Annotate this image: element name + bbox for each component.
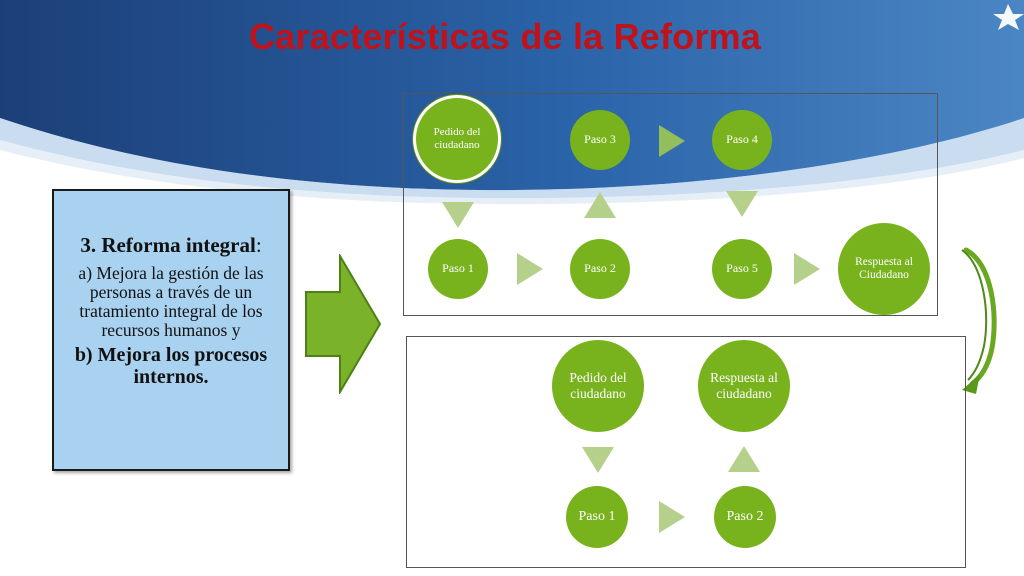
node-paso1-bottom-label: Paso 1 (578, 508, 616, 524)
node-paso4-top: Paso 4 (712, 110, 772, 170)
reform-heading-colon: : (255, 233, 262, 257)
node-paso4-top-label: Paso 4 (726, 132, 758, 147)
curved-down-arrow (961, 247, 997, 394)
connector-right-1 (517, 253, 543, 285)
node-respuesta-top: Respuesta al Ciudadano (838, 223, 930, 315)
current-process-frame (403, 93, 938, 316)
node-paso1-bottom: Paso 1 (566, 486, 628, 548)
node-respuesta-top-label: Respuesta al Ciudadano (855, 255, 913, 281)
node-pedido-bottom-label: Pedido del ciudadano (569, 370, 627, 401)
reform-heading: 3. Reforma integral: (62, 233, 280, 258)
node-paso1-top-label: Paso 1 (442, 261, 474, 276)
node-respuesta-bottom-label: Respuesta al ciudadano (710, 370, 778, 401)
node-paso2-bottom-label: Paso 2 (726, 508, 764, 524)
connector-up-2 (728, 446, 760, 472)
connector-right-4 (659, 501, 685, 533)
node-paso5-top-label: Paso 5 (726, 261, 758, 276)
improved-process-frame (406, 336, 966, 568)
reform-item-a: a) Mejora la gestión de las personas a t… (78, 263, 264, 340)
reform-item-b: b) Mejora los procesos internos. (74, 344, 268, 388)
node-pedido-bottom: Pedido del ciudadano (552, 340, 644, 432)
node-pedido-top-label: Pedido del ciudadano (433, 126, 481, 151)
node-respuesta-bottom: Respuesta al ciudadano (698, 340, 790, 432)
node-paso5-top: Paso 5 (712, 239, 772, 299)
slide-title: Características de la Reforma (248, 16, 762, 57)
connector-down-2 (726, 191, 758, 217)
connector-down-1 (442, 202, 474, 228)
big-right-arrow (305, 254, 382, 394)
connector-up-1 (584, 192, 616, 218)
reform-heading-bold: 3. Reforma integral (80, 233, 256, 257)
node-pedido-top: Pedido del ciudadano (413, 95, 501, 183)
node-paso3-top-label: Paso 3 (584, 132, 616, 147)
node-paso2-bottom: Paso 2 (714, 486, 776, 548)
connector-right-3 (794, 253, 820, 285)
connector-right-2 (659, 125, 685, 157)
node-paso3-top: Paso 3 (570, 110, 630, 170)
node-paso1-top: Paso 1 (428, 239, 488, 299)
connector-down-3 (582, 447, 614, 473)
node-paso2-top: Paso 2 (570, 239, 630, 299)
reform-description-box: 3. Reforma integral: a) Mejora la gestió… (52, 189, 290, 471)
node-paso2-top-label: Paso 2 (584, 261, 616, 276)
